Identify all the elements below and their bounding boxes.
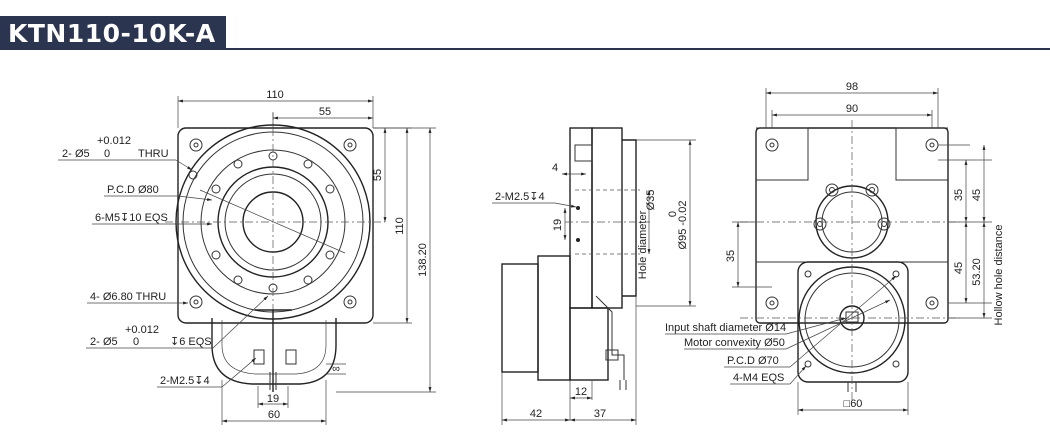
front-flange-outline [177,127,374,324]
rear-pcd70: P.C.D Ø70 [727,355,779,367]
front-pcd-label: P.C.D Ø80 [107,184,159,196]
front-dim-60: 60 [268,409,280,421]
front-thru-prefix: 2- [62,148,72,160]
side-dim-12: 12 [575,386,587,398]
front-corner-holes [189,138,357,309]
front-eqs-tol-lower: 0 [133,336,139,348]
rear-view: 98 90 35 45 45 53.20 Hollow hole distanc… [665,81,1005,415]
rear-input-shaft: Input shaft diameter Ø14 [665,322,786,334]
model-title: KTN110-10K-A [8,18,216,48]
front-view: 110 55 55 110 138.20 19 60 ∞ +0.012 2- Ø… [58,89,436,425]
side-dim-35: Ø35 [645,190,657,211]
rear-motor-flange [797,261,909,383]
front-thru-sym: Ø5 [75,148,90,160]
front-dim-110-right: 110 [394,217,406,235]
front-thru-tol-upper: +0.012 [97,135,131,147]
title-underline [210,48,1050,50]
side-dim-42: 42 [530,408,542,420]
rear-dim-45a: 45 [971,189,983,201]
rear-dim-53: 53.20 [971,258,983,286]
front-eqs-tol-upper: +0.012 [125,324,159,336]
rear-sq60: □60 [844,398,863,410]
front-dim-138: 138.20 [417,243,429,277]
front-eqs-sym: Ø5 [103,336,118,348]
front-dim-55-top: 55 [319,106,331,118]
front-dim-55-right: 55 [372,169,384,181]
rear-motor-convexity: Motor convexity Ø50 [684,337,785,349]
front-thru-tol-lower: 0 [104,148,110,160]
front-m5-label: 6-M5↧10 EQS [95,212,168,224]
side-dim-95-zero: 0 [667,211,679,217]
front-m25-label: 2-M2.5↧4 [160,375,210,387]
rear-dim-45b: 45 [953,262,965,274]
rear-m4: 4-M4 EQS [733,372,784,384]
front-thru-suffix: THRU [138,148,169,160]
front-dim-110-top: 110 [266,89,284,101]
side-m25-label: 2-M2.5↧4 [495,191,545,203]
side-hole-diameter: Hole diameter [637,210,649,279]
side-motor-body [537,255,571,381]
rear-dim-98: 98 [846,81,858,93]
rear-dim-35a: 35 [953,189,965,201]
front-m5-holes [188,151,335,293]
front-inf-mark: ∞ [332,363,340,375]
rear-dim-90: 90 [846,103,858,115]
front-thru680-label: 4- Ø6.80 THRU [90,291,166,303]
front-dim-19: 19 [267,393,279,405]
rear-hollow-label: Hollow hole distance [993,225,1005,326]
side-view: 4 2-M2.5↧4 19 Ø35 Hole diameter 0 Ø95 -0… [492,127,696,425]
side-dim-19: 19 [552,219,564,231]
rear-dim-35b: 35 [725,250,737,262]
side-dim-4: 4 [552,162,558,174]
front-eqs-prefix: 2- [90,336,100,348]
side-dim-95: Ø95 -0.02 [677,201,689,250]
title-banner: KTN110-10K-A [0,16,226,50]
front-eqs-suffix: ↧6 EQS [170,336,212,348]
side-dim-37: 37 [594,408,606,420]
